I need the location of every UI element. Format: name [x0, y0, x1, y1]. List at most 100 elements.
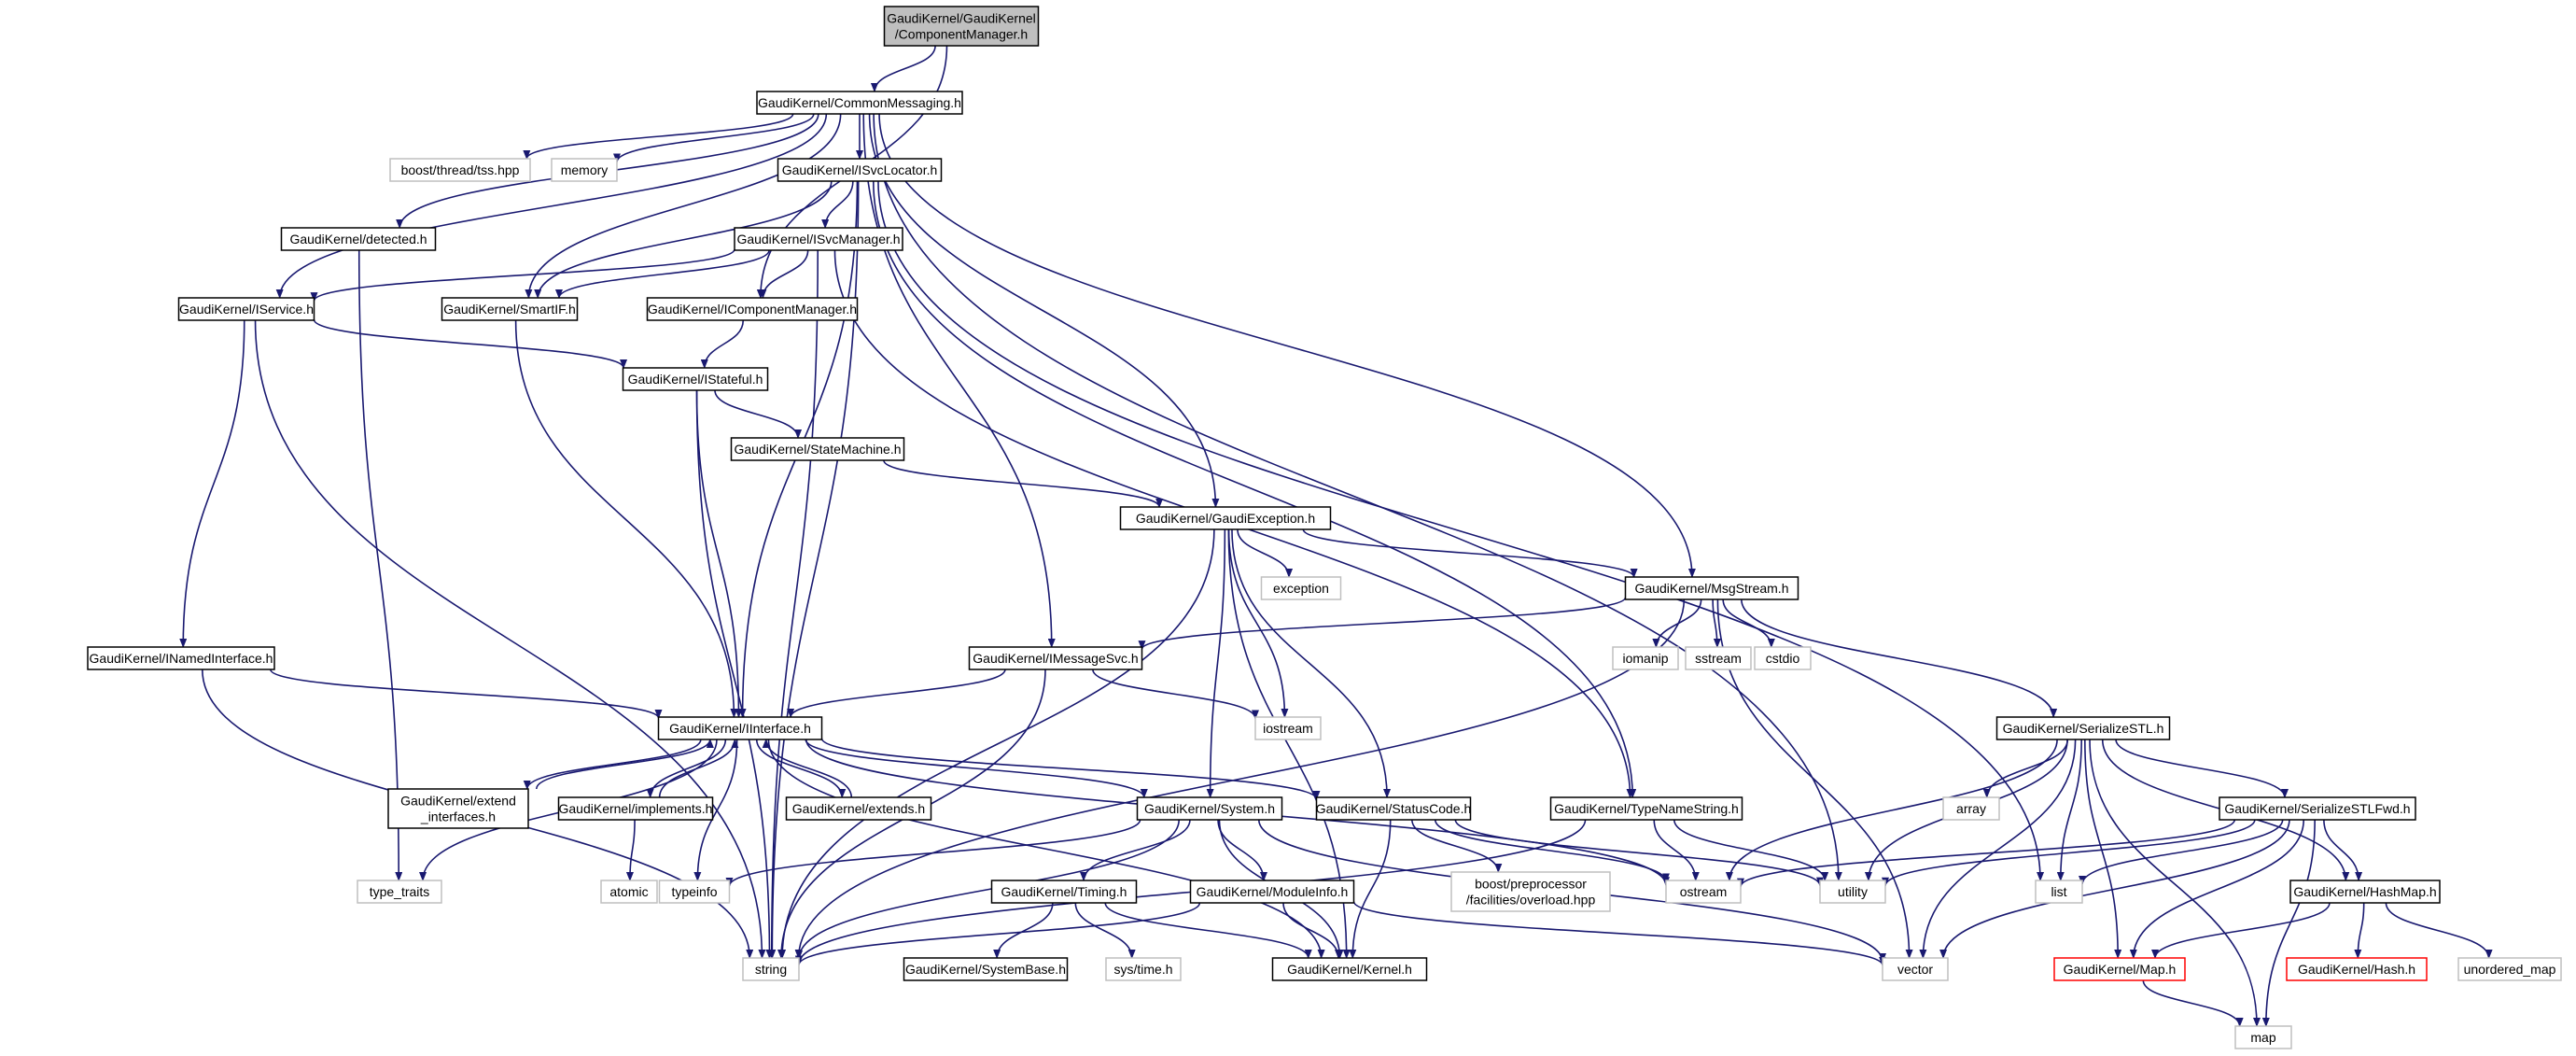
node-imsgsvc[interactable]: GaudiKernel/IMessageSvc.h — [968, 646, 1143, 670]
node-msgstream[interactable]: GaudiKernel/MsgStream.h — [1624, 576, 1799, 600]
node-statemachine[interactable]: GaudiKernel/StateMachine.h — [730, 437, 905, 461]
node-statuscode[interactable]: GaudiKernel/StatusCode.h — [1315, 796, 1472, 821]
node-box-cmsg — [756, 91, 963, 115]
edge-istateful-to-iinterface — [695, 389, 743, 718]
node-label-type_traits: type_traits — [370, 884, 430, 899]
node-smartif[interactable]: GaudiKernel/SmartIF.h — [441, 297, 579, 321]
node-hash_h[interactable]: GaudiKernel/Hash.h — [2286, 957, 2428, 981]
edge-iinterface-to-system — [805, 739, 1148, 798]
edge-serstl-to-serstlfwd — [2115, 739, 2289, 798]
node-iinterface[interactable]: GaudiKernel/IInterface.h — [657, 716, 823, 740]
edge-isvcmgr-to-icompmgr — [759, 249, 809, 299]
node-isvcloc[interactable]: GaudiKernel/ISvcLocator.h — [777, 158, 943, 182]
node-hashmap[interactable]: GaudiKernel/HashMap.h — [2289, 880, 2441, 904]
edge-timing-to-systime — [1074, 902, 1136, 959]
node-sstream[interactable]: sstream — [1685, 646, 1752, 670]
node-box-statuscode — [1315, 796, 1472, 821]
node-unordered_map[interactable]: unordered_map — [2457, 957, 2562, 981]
edge-cm-to-cmsg — [870, 45, 936, 92]
node-isvcmgr[interactable]: GaudiKernel/ISvcManager.h — [734, 227, 903, 251]
node-cstdio[interactable]: cstdio — [1754, 646, 1812, 670]
node-label-statemachine: GaudiKernel/StateMachine.h — [735, 442, 902, 457]
edge-serstlfwd-to-list — [2079, 819, 2284, 885]
node-label-map: map — [2250, 1030, 2275, 1045]
node-iomanip[interactable]: iomanip — [1612, 646, 1679, 670]
node-label-cm: /ComponentManager.h — [895, 27, 1028, 42]
node-memory[interactable]: memory — [551, 158, 618, 182]
node-box-exception — [1260, 576, 1342, 600]
node-box-unordered_map — [2457, 957, 2562, 981]
node-cmsg[interactable]: GaudiKernel/CommonMessaging.h — [756, 91, 963, 115]
node-icompmgr[interactable]: GaudiKernel/IComponentManager.h — [646, 297, 859, 321]
edge-isvcmgr-to-iservice — [310, 248, 735, 303]
edge-msgstream-to-sstream — [1712, 598, 1721, 648]
edge-isvcloc-to-string — [768, 180, 860, 959]
node-map[interactable]: map — [2234, 1025, 2292, 1049]
node-box-map_h — [2053, 957, 2186, 981]
node-extends[interactable]: GaudiKernel/extends.h — [785, 796, 932, 821]
node-overload[interactable]: boost/preprocessor/facilities/overload.h… — [1450, 871, 1611, 912]
node-iservice[interactable]: GaudiKernel/IService.h — [177, 297, 315, 321]
node-iostream[interactable]: iostream — [1254, 716, 1322, 740]
edge-msgstream-to-cstdio — [1722, 598, 1775, 648]
node-list[interactable]: list — [2035, 880, 2083, 904]
node-box-istateful — [622, 367, 769, 391]
edge-cmsg-to-smartif — [525, 113, 842, 299]
node-typename[interactable]: GaudiKernel/TypeNameString.h — [1549, 796, 1743, 821]
node-string[interactable]: string — [742, 957, 800, 981]
edge-system-to-typeinfo — [725, 819, 1141, 887]
node-serstlfwd[interactable]: GaudiKernel/SerializeSTLFwd.h — [2219, 796, 2416, 821]
edge-statuscode-to-ostream — [1434, 819, 1670, 883]
node-label-string: string — [755, 962, 787, 977]
node-detected[interactable]: GaudiKernel/detected.h — [280, 227, 437, 251]
edge-cmsg-to-tss — [523, 113, 794, 160]
node-atomic[interactable]: atomic — [600, 880, 658, 904]
edge-system-to-timing — [1080, 819, 1191, 881]
node-system[interactable]: GaudiKernel/System.h — [1136, 796, 1283, 821]
node-box-vector — [1882, 957, 1949, 981]
node-serstl[interactable]: GaudiKernel/SerializeSTL.h — [1995, 716, 2171, 740]
edge-moduleinfo-to-kernel — [1282, 902, 1342, 959]
node-box-sstream — [1685, 646, 1752, 670]
node-gexc[interactable]: GaudiKernel/GaudiException.h — [1119, 506, 1332, 530]
edge-iinterface-to-extends — [755, 739, 847, 798]
node-implements[interactable]: GaudiKernel/implements.h — [557, 796, 714, 821]
node-cm[interactable]: GaudiKernel/GaudiKernel/ComponentManager… — [883, 6, 1040, 47]
node-map_h[interactable]: GaudiKernel/Map.h — [2053, 957, 2186, 981]
node-label-extends: GaudiKernel/extends.h — [792, 801, 925, 816]
node-label-cmsg: GaudiKernel/CommonMessaging.h — [758, 95, 961, 110]
node-utility[interactable]: utility — [1819, 880, 1886, 904]
node-typeinfo[interactable]: typeinfo — [658, 880, 731, 904]
edge-cmsg-to-gexc — [868, 113, 1220, 508]
edge-serstlfwd-to-ostream — [1737, 819, 2236, 888]
node-vector[interactable]: vector — [1882, 957, 1949, 981]
node-label-vector: vector — [1897, 962, 1933, 977]
node-systime[interactable]: sys/time.h — [1105, 957, 1182, 981]
node-box-iservice — [177, 297, 315, 321]
node-inamed[interactable]: GaudiKernel/INamedInterface.h — [87, 646, 275, 670]
edge-gexc-to-string — [778, 528, 1215, 959]
node-exception[interactable]: exception — [1260, 576, 1342, 600]
node-array[interactable]: array — [1942, 796, 2000, 821]
node-extifaces[interactable]: GaudiKernel/extend_interfaces.h — [387, 788, 529, 829]
node-moduleinfo[interactable]: GaudiKernel/ModuleInfo.h — [1189, 880, 1355, 904]
edge-serstlfwd-to-hashmap — [2323, 819, 2363, 881]
node-timing[interactable]: GaudiKernel/Timing.h — [990, 880, 1138, 904]
node-box-array — [1942, 796, 2000, 821]
edge-inamed-to-iinterface — [270, 669, 663, 720]
node-tss[interactable]: boost/thread/tss.hpp — [389, 158, 531, 182]
node-label-typeinfo: typeinfo — [671, 884, 717, 899]
node-box-moduleinfo — [1189, 880, 1355, 904]
node-type_traits[interactable]: type_traits — [357, 880, 442, 904]
edge-system-to-string — [795, 819, 1181, 961]
edge-statuscode-to-overload — [1411, 819, 1503, 873]
node-kernel[interactable]: GaudiKernel/Kernel.h — [1271, 957, 1428, 981]
node-label-moduleinfo: GaudiKernel/ModuleInfo.h — [1197, 884, 1349, 899]
edge-statuscode-to-kernel — [1349, 819, 1392, 959]
node-ostream[interactable]: ostream — [1665, 880, 1742, 904]
node-systembase[interactable]: GaudiKernel/SystemBase.h — [903, 957, 1069, 981]
node-label-cstdio: cstdio — [1766, 651, 1800, 666]
edge-implements-to-atomic — [625, 819, 636, 881]
edge-implements-to-iinterface — [658, 739, 739, 798]
node-istateful[interactable]: GaudiKernel/IStateful.h — [622, 367, 769, 391]
